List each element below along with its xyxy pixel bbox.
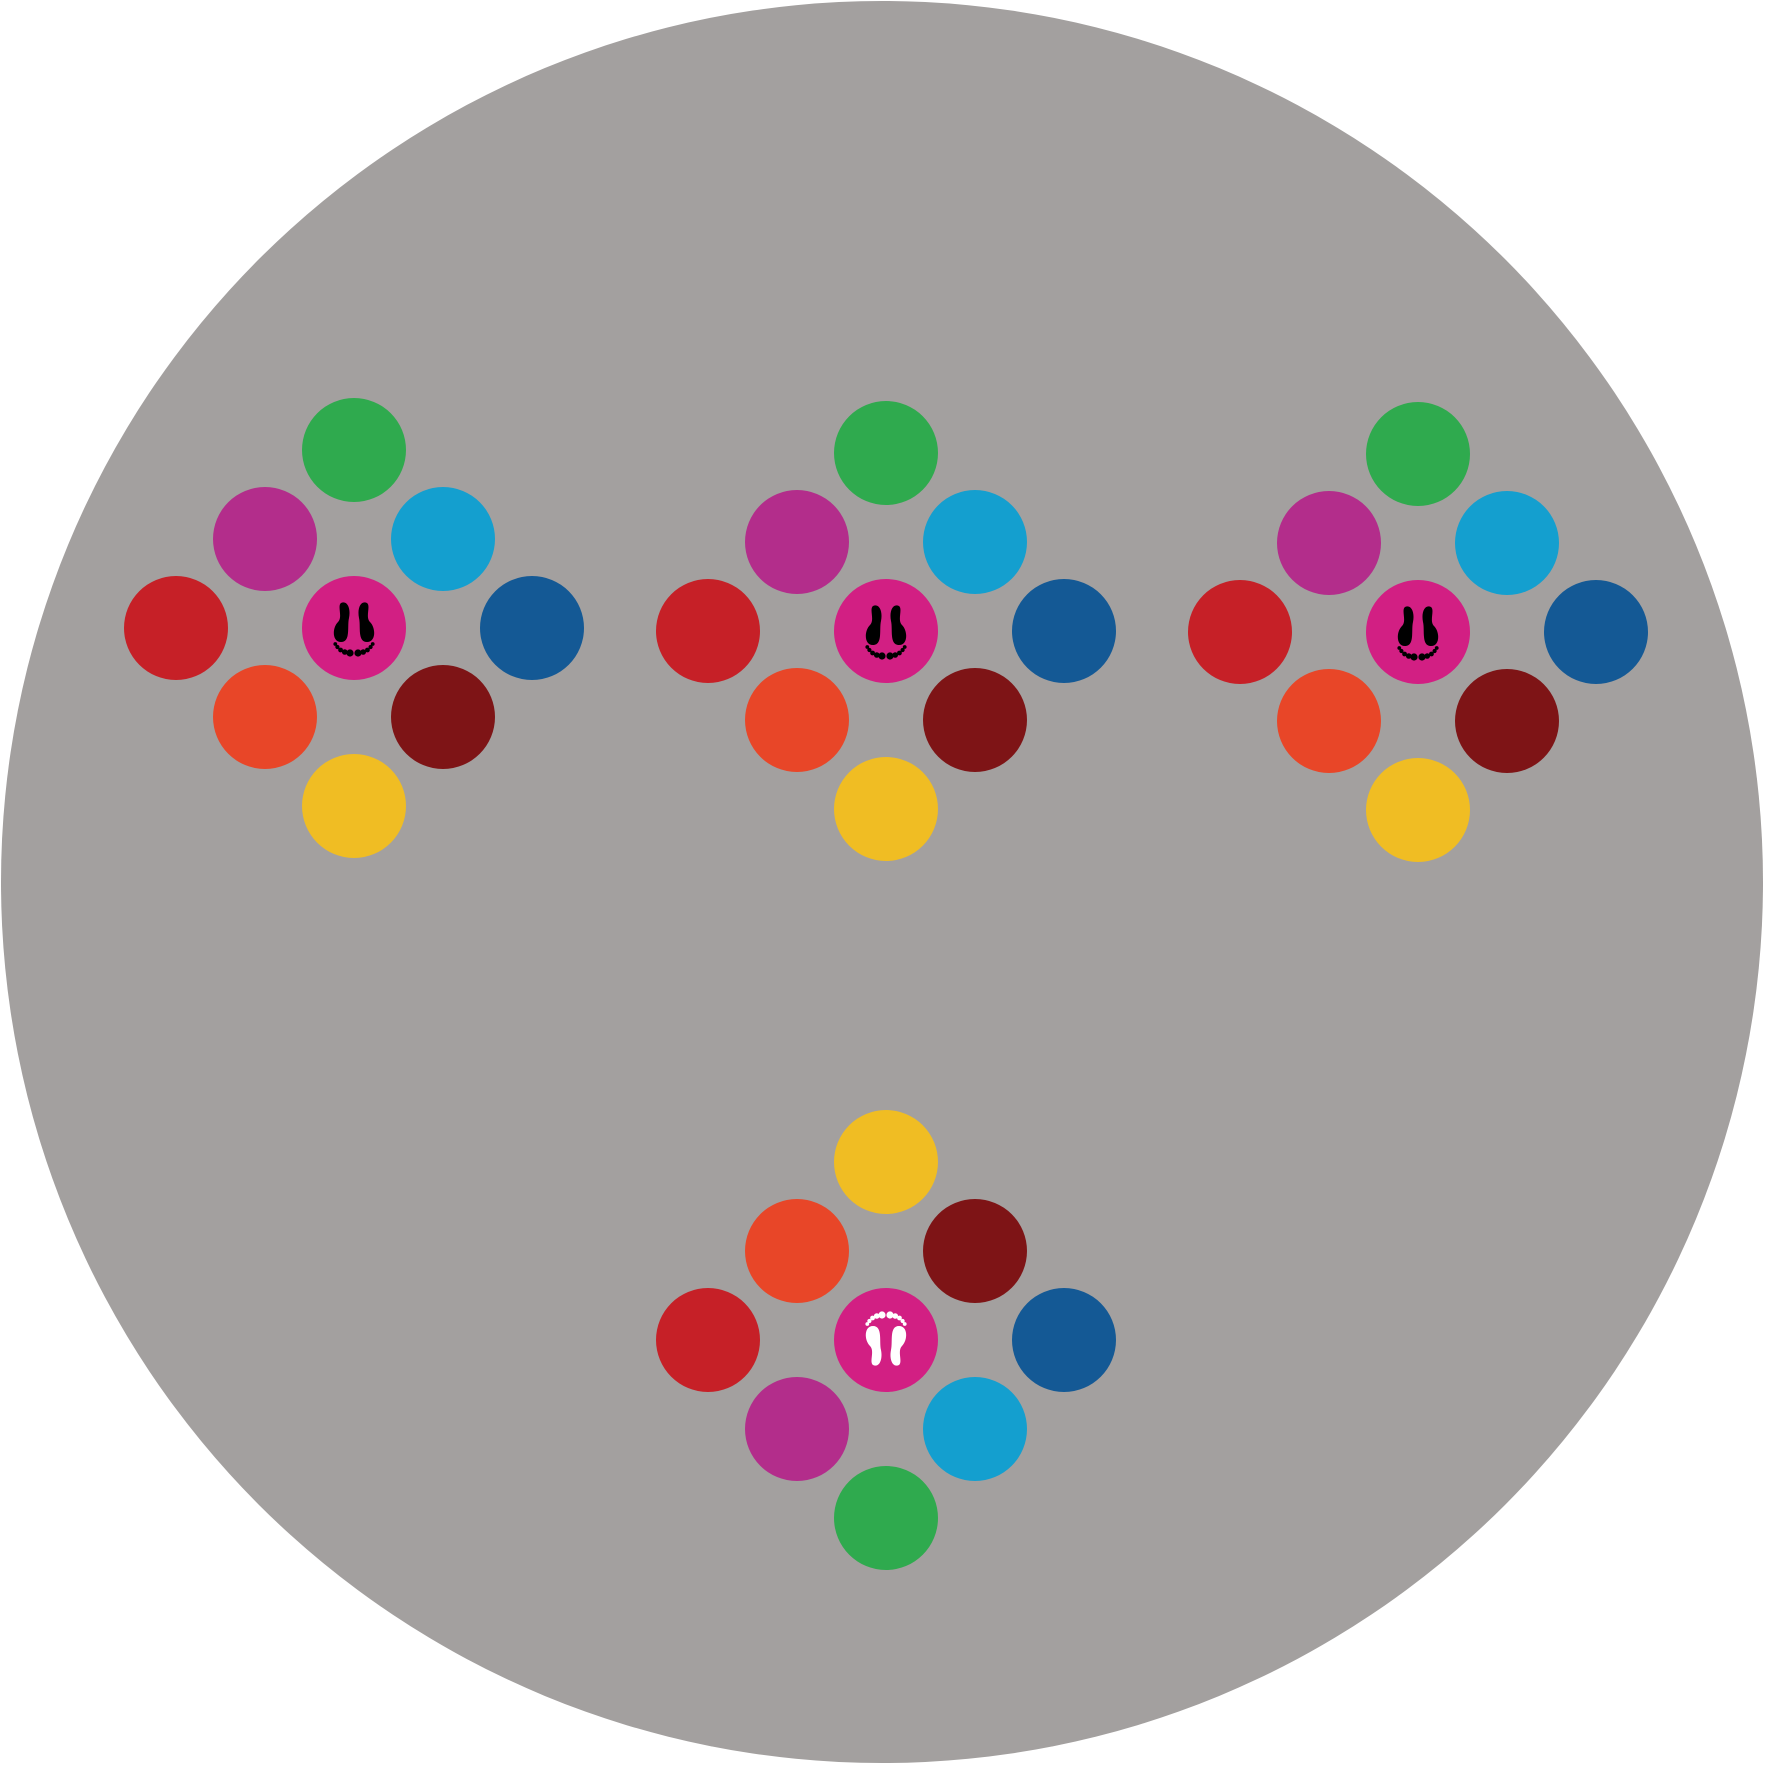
orange-dot[interactable] [213, 665, 317, 769]
red-dot[interactable] [656, 1288, 760, 1392]
purple-dot[interactable] [1277, 491, 1381, 595]
orange-dot[interactable] [745, 668, 849, 772]
green-dot[interactable] [834, 401, 938, 505]
black-footprints-icon [865, 605, 907, 660]
purple-dot[interactable] [213, 487, 317, 591]
center-magenta-dot[interactable] [834, 579, 938, 683]
light-blue-dot[interactable] [1455, 491, 1559, 595]
purple-dot[interactable] [745, 1377, 849, 1481]
maroon-dot[interactable] [923, 668, 1027, 772]
yellow-dot[interactable] [1366, 758, 1470, 862]
center-magenta-dot[interactable] [834, 1288, 938, 1392]
green-dot[interactable] [1366, 402, 1470, 506]
clusters-layer [124, 398, 1648, 1570]
yellow-dot[interactable] [834, 757, 938, 861]
green-dot[interactable] [834, 1466, 938, 1570]
cluster-top-middle [656, 401, 1116, 861]
light-blue-dot[interactable] [391, 487, 495, 591]
cluster-top-right [1188, 402, 1648, 862]
center-magenta-dot[interactable] [1366, 580, 1470, 684]
center-magenta-dot[interactable] [302, 576, 406, 680]
orange-dot[interactable] [745, 1199, 849, 1303]
black-footprints-icon [333, 602, 375, 657]
yellow-dot[interactable] [834, 1110, 938, 1214]
dark-blue-dot[interactable] [1012, 1288, 1116, 1392]
yellow-dot[interactable] [302, 754, 406, 858]
dark-blue-dot[interactable] [480, 576, 584, 680]
dark-blue-dot[interactable] [1544, 580, 1648, 684]
red-dot[interactable] [656, 579, 760, 683]
maroon-dot[interactable] [1455, 669, 1559, 773]
red-dot[interactable] [1188, 580, 1292, 684]
orange-dot[interactable] [1277, 669, 1381, 773]
maroon-dot[interactable] [923, 1199, 1027, 1303]
dark-blue-dot[interactable] [1012, 579, 1116, 683]
cluster-top-left [124, 398, 584, 858]
light-blue-dot[interactable] [923, 490, 1027, 594]
green-dot[interactable] [302, 398, 406, 502]
purple-dot[interactable] [745, 490, 849, 594]
white-footprints-icon [865, 1311, 907, 1366]
cluster-bottom [656, 1110, 1116, 1570]
black-footprints-icon [1397, 606, 1439, 661]
light-blue-dot[interactable] [923, 1377, 1027, 1481]
red-dot[interactable] [124, 576, 228, 680]
maroon-dot[interactable] [391, 665, 495, 769]
